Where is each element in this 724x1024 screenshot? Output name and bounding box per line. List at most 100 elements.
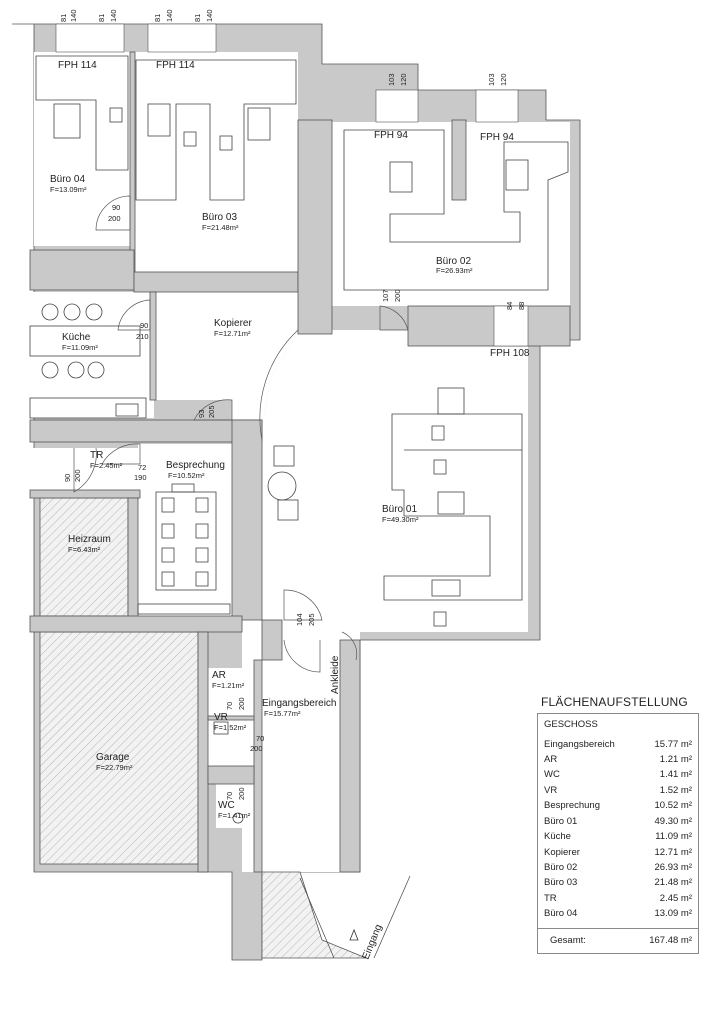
table-total-row: Gesamt: 167.48 m² xyxy=(550,935,692,946)
table-row: TR 2.45 m² xyxy=(544,893,692,908)
dim-b04b: 200 xyxy=(108,214,121,223)
area-ar: F=1.21m² xyxy=(212,681,245,690)
area-table-header: GESCHOSS xyxy=(544,719,598,730)
window-label-3: FPH 94 xyxy=(374,130,408,141)
area-buero02: F=26.93m² xyxy=(436,266,473,275)
eingang-hatch xyxy=(261,871,367,959)
row-name: WC xyxy=(544,769,560,780)
label-ar: AR xyxy=(212,670,226,681)
garage-hatch xyxy=(39,631,199,865)
label-wc: WC xyxy=(218,800,235,811)
interior-walls xyxy=(29,51,571,873)
label-tr: TR xyxy=(90,450,103,461)
table-row: AR 1.21 m² xyxy=(544,754,692,769)
table-row: Eingangsbereich 15.77 m² xyxy=(544,739,692,754)
row-name: Büro 01 xyxy=(544,816,578,827)
label-kopierer: Kopierer xyxy=(214,318,252,329)
label-heizraum: Heizraum xyxy=(68,534,111,545)
total-label: Gesamt: xyxy=(550,935,586,946)
row-name: Küche xyxy=(544,831,571,842)
row-value: 10.52 m² xyxy=(654,800,693,811)
area-garage: F=22.79m² xyxy=(96,763,133,772)
dim-top5b: 120 xyxy=(399,73,408,86)
dim-top3a: 81 xyxy=(153,14,162,22)
area-kopierer: F=12.71m² xyxy=(214,329,251,338)
row-value: 13.09 m² xyxy=(654,908,693,919)
dim-besa: 72 xyxy=(138,463,146,472)
label-garage: Garage xyxy=(96,752,130,763)
table-divider xyxy=(538,928,698,929)
dim-top1a: 81 xyxy=(59,14,68,22)
row-name: TR xyxy=(544,893,557,904)
area-eingangsbereich: F=15.77m² xyxy=(264,709,301,718)
table-row: Büro 01 49.30 m² xyxy=(544,816,692,831)
window-label-2: FPH 114 xyxy=(156,60,195,71)
area-table-title: FLÄCHENAUFSTELLUNG xyxy=(541,695,688,709)
room-labels: Büro 04 F=13.09m² Büro 03 F=21.48m² Büro… xyxy=(50,174,473,961)
label-buero03: Büro 03 xyxy=(202,212,237,223)
dim-top2a: 81 xyxy=(97,14,106,22)
label-ankleide: Ankleide xyxy=(330,655,341,694)
dim-enta: 104 xyxy=(295,613,304,626)
dim-top5a: 103 xyxy=(387,73,396,86)
dim-kueb: 210 xyxy=(136,332,149,341)
row-value: 21.48 m² xyxy=(654,877,693,888)
area-vr: F=1.52m² xyxy=(214,723,247,732)
dim-kopa: 93 xyxy=(197,410,206,418)
row-value: 1.41 m² xyxy=(659,769,692,780)
row-value: 1.21 m² xyxy=(659,754,692,765)
row-name: Eingangsbereich xyxy=(544,739,615,750)
dim-top4a: 81 xyxy=(193,14,202,22)
row-value: 26.93 m² xyxy=(654,862,693,873)
row-name: VR xyxy=(544,785,558,796)
label-besprechung: Besprechung xyxy=(166,460,225,471)
window-label-5: FPH 108 xyxy=(490,348,530,359)
dim-top4b: 140 xyxy=(205,9,214,22)
table-row: Büro 04 13.09 m² xyxy=(544,908,692,923)
table-row: Küche 11.09 m² xyxy=(544,831,692,846)
table-row: WC 1.41 m² xyxy=(544,769,692,784)
area-buero04: F=13.09m² xyxy=(50,185,87,194)
row-value: 2.45 m² xyxy=(659,893,692,904)
dim-b04a: 90 xyxy=(112,203,120,212)
dim-wca: 70 xyxy=(225,792,234,800)
dim-kuea: 90 xyxy=(140,321,148,330)
entrance-arrow-icon xyxy=(349,928,359,941)
window-label-4: FPH 94 xyxy=(480,132,514,143)
dim-trb: 200 xyxy=(73,469,82,482)
doors xyxy=(73,195,409,673)
dim-arb: 200 xyxy=(237,697,246,710)
window-openings xyxy=(55,23,529,347)
table-row: Besprechung 10.52 m² xyxy=(544,800,692,815)
area-wc: F=1.41m² xyxy=(218,811,251,820)
dim-top6a: 103 xyxy=(487,73,496,86)
row-value: 12.71 m² xyxy=(654,847,693,858)
dim-b2c: 84 xyxy=(505,302,514,310)
window-label-1: FPH 114 xyxy=(58,60,97,71)
total-value: 167.48 m² xyxy=(649,935,692,946)
row-name: Büro 03 xyxy=(544,877,578,888)
row-name: Büro 04 xyxy=(544,908,578,919)
table-row: Kopierer 12.71 m² xyxy=(544,847,692,862)
area-besprechung: F=10.52m² xyxy=(168,471,205,480)
window-labels: FPH 114 FPH 114 FPH 94 FPH 94 FPH 108 xyxy=(58,60,530,359)
dim-besb: 190 xyxy=(134,473,147,482)
table-row: VR 1.52 m² xyxy=(544,785,692,800)
area-table: GESCHOSS Eingangsbereich 15.77 m² AR 1.2… xyxy=(537,713,699,954)
table-row: Büro 03 21.48 m² xyxy=(544,877,692,892)
label-buero01: Büro 01 xyxy=(382,504,417,515)
dimension-labels: 81 140 81 140 81 140 81 140 103 120 103 … xyxy=(59,9,526,800)
area-kueche: F=11.09m² xyxy=(62,343,98,352)
dim-ara: 70 xyxy=(225,702,234,710)
dim-b2d: 88 xyxy=(517,302,526,310)
dim-tra: 90 xyxy=(63,474,72,482)
dim-entb: 205 xyxy=(307,613,316,626)
label-buero02: Büro 02 xyxy=(436,256,471,267)
row-name: Kopierer xyxy=(544,847,580,858)
row-value: 11.09 m² xyxy=(655,831,692,842)
dim-top6b: 120 xyxy=(499,73,508,86)
dim-vra: 70 xyxy=(256,734,264,743)
table-row: Büro 02 26.93 m² xyxy=(544,862,692,877)
dim-wcb: 200 xyxy=(237,787,246,800)
